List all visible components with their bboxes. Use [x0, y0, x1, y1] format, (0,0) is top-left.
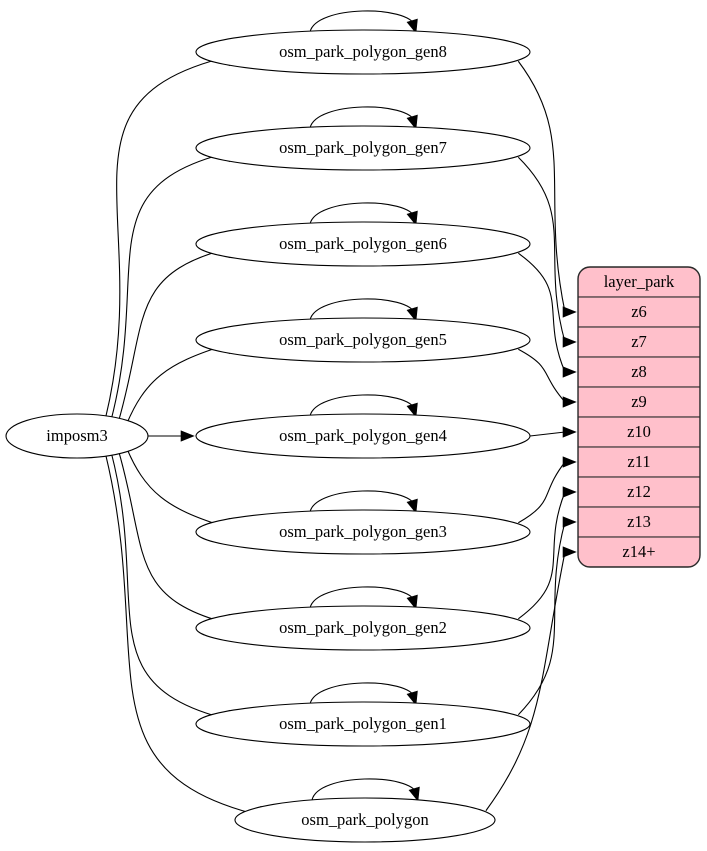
table-row-label: z7 — [631, 332, 647, 351]
layer-park-table: layer_park z6 z7 z8 z9 z10 z11 z12 z13 z14+ — [578, 267, 700, 567]
node-label: osm_park_polygon — [301, 810, 428, 829]
table-header-label: layer_park — [604, 272, 675, 291]
self-loop-edge — [309, 682, 416, 705]
edge-osm_park_polygon_gen4-to-z10 — [529, 431, 566, 437]
table-row[interactable] — [578, 386, 700, 418]
edge-osm_park_polygon_gen8-to-z6 — [517, 60, 566, 313]
edge-osm_park_polygon_gen6-to-z8 — [517, 252, 566, 373]
self-loop-edge — [309, 394, 416, 417]
edge-osm_park_polygon_gen1-to-z13 — [517, 521, 566, 716]
edge-osm_park_polygon_gen2-to-z12 — [517, 491, 566, 620]
self-loop-edge — [309, 298, 416, 321]
table-node-layer: layer_park z6 z7 z8 z9 z10 z11 z12 z13 z14+ — [577, 266, 701, 568]
arrow-head — [406, 402, 418, 418]
edge-osm_park_polygon-to-z14+ — [485, 551, 566, 812]
arrow-head — [406, 498, 418, 514]
arrow-head — [180, 430, 195, 442]
node-osm_park_polygon_gen4[interactable]: osm_park_polygon_gen4 — [195, 413, 531, 459]
edge-imposm3-to-osm_park_polygon_gen7 — [110, 153, 222, 420]
table-row[interactable] — [578, 416, 700, 448]
node-ellipse — [195, 125, 531, 171]
table-row-label: z9 — [631, 392, 647, 411]
table-row-label: z10 — [627, 422, 651, 441]
node-osm_park_polygon_gen1[interactable]: osm_park_polygon_gen1 — [195, 701, 531, 747]
node-ellipse — [195, 701, 531, 747]
edge-imposm3-to-osm_park_polygon_gen3 — [124, 443, 222, 527]
table-row[interactable] — [578, 506, 700, 538]
arrow-head — [406, 690, 418, 706]
node-label: imposm3 — [46, 426, 107, 445]
node-osm_park_polygon_gen8[interactable]: osm_park_polygon_gen8 — [195, 29, 531, 75]
self-loop-edge — [309, 10, 416, 33]
arrow-head — [562, 456, 577, 468]
arrow-head — [408, 786, 420, 802]
arrow-head — [406, 114, 418, 130]
edge-osm_park_polygon_gen5-to-z9 — [518, 348, 566, 403]
arrow-head — [562, 516, 577, 528]
edge-imposm3-to-osm_park_polygon_gen5 — [124, 345, 222, 429]
node-label: osm_park_polygon_gen8 — [279, 42, 447, 61]
arrow-head — [562, 546, 577, 558]
node-ellipse — [195, 413, 531, 459]
table-row-label: z12 — [627, 482, 651, 501]
arrow-head — [562, 396, 577, 408]
edge-imposm3-to-osm_park_polygon_gen6 — [117, 249, 222, 423]
node-label: osm_park_polygon_gen6 — [279, 234, 447, 253]
arrow-head — [406, 306, 418, 322]
edge-imposm3-to-osm_park_polygon_gen2 — [117, 449, 222, 623]
edge-osm_park_polygon_gen3-to-z11 — [518, 461, 566, 524]
edge-imposm3-to-osm_park_polygon — [105, 454, 253, 815]
node-ellipse — [5, 413, 149, 459]
node-osm_park_polygon_gen5[interactable]: osm_park_polygon_gen5 — [195, 317, 531, 363]
edge-osm_park_polygon_gen7-to-z7 — [517, 156, 566, 343]
arrow-head — [406, 210, 418, 226]
arrow-head — [562, 336, 577, 348]
self-loop-edge — [309, 106, 416, 129]
table-row-label: z11 — [627, 452, 650, 471]
self-loop-edge — [309, 490, 416, 513]
nodes-layer: osm_park_polygon_gen8 osm_park_polygon_ge… — [5, 29, 531, 843]
arrow-head — [406, 594, 418, 610]
arrow-head — [562, 486, 577, 498]
node-osm_park_polygon_gen7[interactable]: osm_park_polygon_gen7 — [195, 125, 531, 171]
node-ellipse — [195, 221, 531, 267]
node-osm_park_polygon_gen2[interactable]: osm_park_polygon_gen2 — [195, 605, 531, 651]
node-ellipse — [195, 317, 531, 363]
node-osm_park_polygon_gen3[interactable]: osm_park_polygon_gen3 — [195, 509, 531, 555]
table-row[interactable] — [578, 446, 700, 478]
self-loop-edge — [311, 778, 418, 801]
self-loops-layer — [309, 10, 420, 802]
table-row-label: z8 — [631, 362, 647, 381]
edge-imposm3-to-osm_park_polygon_gen8 — [105, 57, 222, 418]
table-row-label: z14+ — [622, 542, 655, 561]
table-row[interactable] — [578, 326, 700, 358]
node-label: osm_park_polygon_gen1 — [279, 714, 447, 733]
node-label: osm_park_polygon_gen7 — [279, 138, 447, 157]
node-label: osm_park_polygon_gen5 — [279, 330, 447, 349]
node-ellipse — [195, 509, 531, 555]
node-imposm3[interactable]: imposm3 — [5, 413, 149, 459]
node-osm_park_polygon_gen6[interactable]: osm_park_polygon_gen6 — [195, 221, 531, 267]
node-label: osm_park_polygon_gen2 — [279, 618, 447, 637]
table-row-label: z6 — [631, 302, 647, 321]
table-row[interactable] — [578, 536, 700, 567]
arrow-head — [406, 18, 418, 34]
self-loop-edge — [309, 202, 416, 225]
arrow-head — [562, 306, 577, 318]
node-ellipse — [234, 797, 496, 843]
node-ellipse — [195, 29, 531, 75]
table-row-label: z13 — [627, 512, 651, 531]
node-ellipse — [195, 605, 531, 651]
node-label: osm_park_polygon_gen3 — [279, 522, 447, 541]
node-osm_park_polygon[interactable]: osm_park_polygon — [234, 797, 496, 843]
edge-imposm3-to-osm_park_polygon_gen1 — [110, 452, 222, 719]
arrow-head — [562, 426, 577, 438]
node-label: osm_park_polygon_gen4 — [279, 426, 447, 445]
self-loop-edge — [309, 586, 416, 609]
arrow-head — [562, 366, 577, 378]
table-outline — [577, 266, 701, 568]
